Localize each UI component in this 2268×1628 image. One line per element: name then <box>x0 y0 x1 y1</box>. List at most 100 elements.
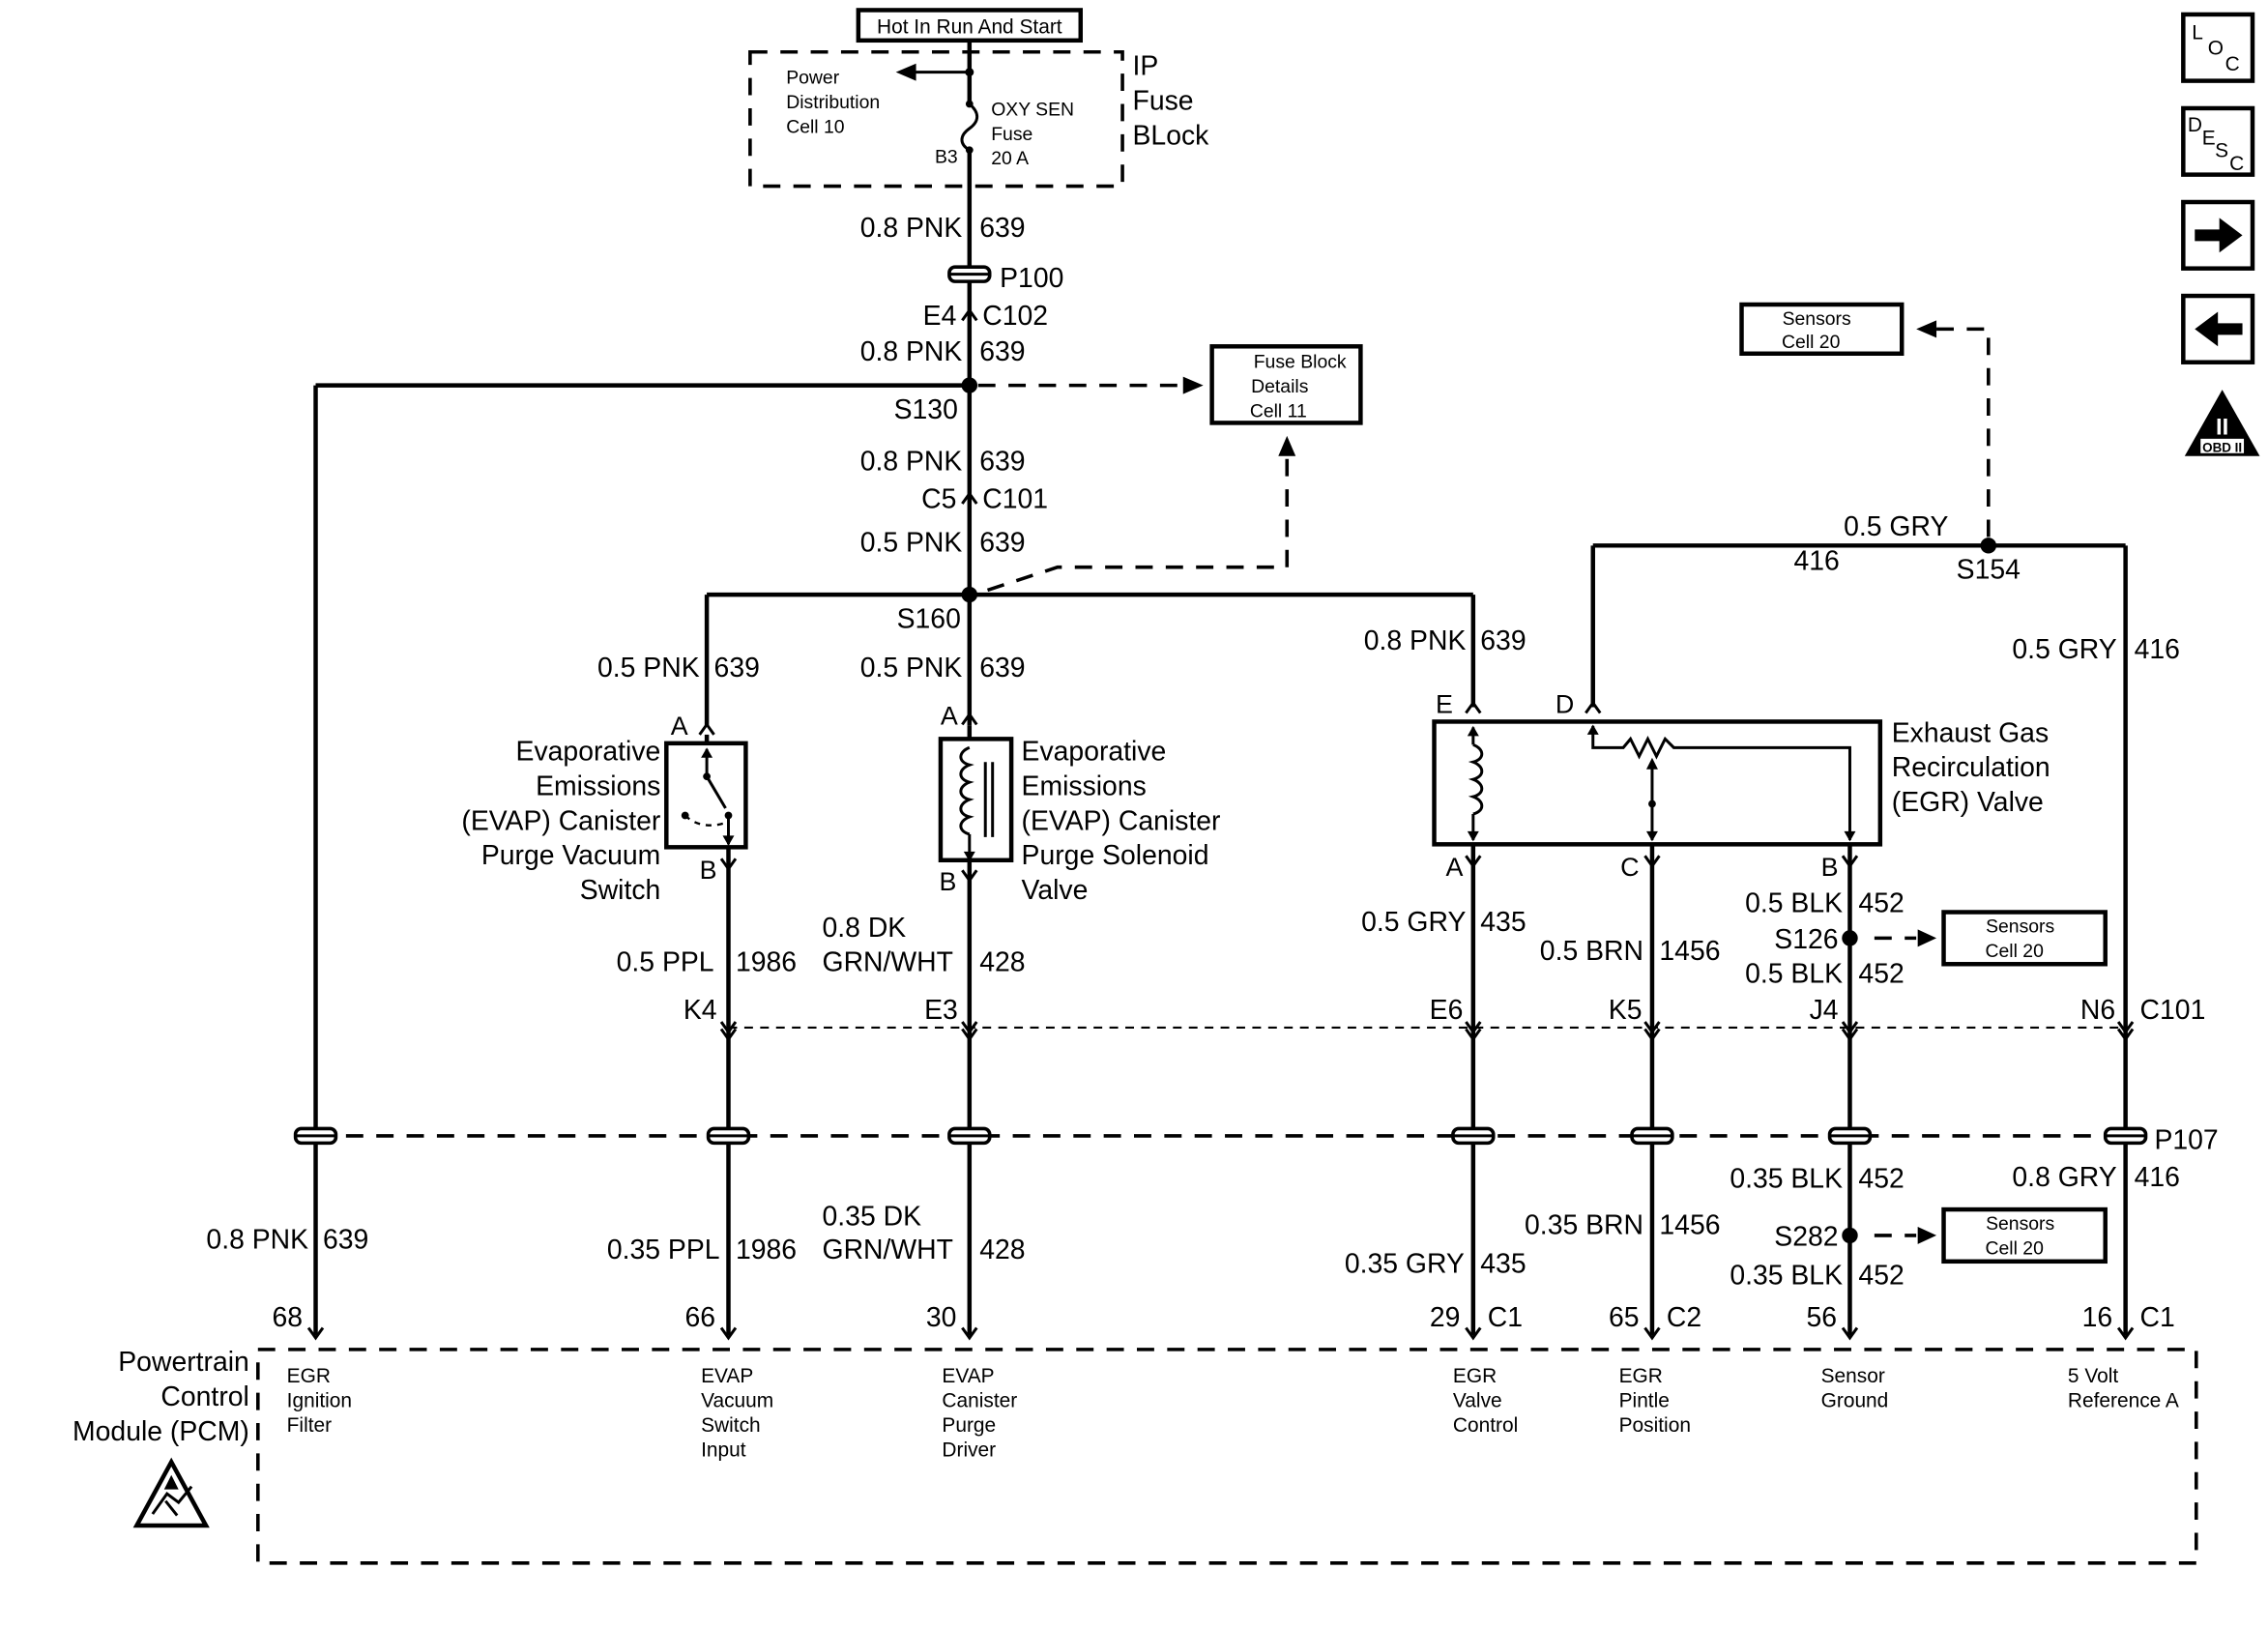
wire-size-label: 0.5 BRN <box>1540 936 1643 967</box>
s154-label: S154 <box>1957 555 2021 586</box>
c102-connector-icon <box>961 307 978 322</box>
pcm-pin-function-label: Ignition <box>287 1390 352 1412</box>
pcm-pin-function-label: Ground <box>1821 1390 1889 1412</box>
wire-size-label: GRN/WHT <box>823 1235 953 1265</box>
prev-arrow-button[interactable] <box>2181 293 2255 364</box>
wire-size-label: 0.5 BLK <box>1745 888 1843 919</box>
pcm-pin-icon <box>1841 1326 1859 1341</box>
sensors-top-ref-2: Cell 20 <box>1782 332 1841 353</box>
wire-circuit-label: 428 <box>979 1235 1025 1265</box>
pcm-pin-function-label: EVAP <box>942 1365 994 1387</box>
wire-size-label: 0.35 BLK <box>1730 1164 1843 1195</box>
evap-solenoid-pin-a: A <box>941 701 958 730</box>
wire-size-label: 0.35 DK <box>823 1201 922 1232</box>
wire-size-label: 0.8 PNK <box>860 213 963 244</box>
egr-wiper-arrow-down <box>1645 830 1658 842</box>
fuse-icon <box>960 102 979 152</box>
wire-circuit-label: 639 <box>979 336 1025 367</box>
wire-circuit-label: 416 <box>2135 634 2180 665</box>
desc-button[interactable]: D E S C <box>2181 105 2255 177</box>
evap-switch-contact-3 <box>681 811 689 820</box>
pcm-pin-function-label: Valve <box>1453 1390 1502 1412</box>
desc-letter-e: E <box>2202 127 2216 149</box>
e4-label: E4 <box>923 301 957 332</box>
power-distribution-label-2: Distribution <box>786 92 880 113</box>
pcm-pin-number: 30 <box>926 1302 957 1333</box>
wire-size-label: 0.35 BRN <box>1525 1209 1643 1240</box>
evap-solenoid-name-4: Purge Solenoid <box>1022 840 1209 871</box>
evap-switch-arrow-up <box>701 747 713 758</box>
c5-label: C5 <box>921 484 956 515</box>
pcm-pin-number: 68 <box>273 1302 304 1333</box>
wire-circuit-label: 428 <box>979 947 1025 978</box>
pcm-pin-function-label: Pintle <box>1619 1390 1670 1412</box>
pcm-pin-function-label: Reference A <box>2068 1390 2179 1412</box>
evap-solenoid-coil-icon <box>959 745 974 836</box>
sensors-mid-ref-box[interactable] <box>1941 910 2108 967</box>
oxy-sen-fuse-label-1: OXY SEN <box>991 99 1074 120</box>
fuse-details-ref-arrow-up <box>1278 435 1296 456</box>
sensors-mid-ref-1: Sensors <box>1986 916 2054 937</box>
wire-circuit-label: 1456 <box>1659 1209 1720 1240</box>
wire-size-label: 0.35 BLK <box>1730 1261 1843 1292</box>
fuse-details-ref-arrow <box>1182 376 1204 394</box>
wire-circuit-label: 452 <box>1858 959 1904 990</box>
e6-label: E6 <box>1430 995 1464 1026</box>
evap-solenoid-name-2: Emissions <box>1022 771 1147 802</box>
obd-ii-text: OBD II <box>2202 440 2242 454</box>
evap-solenoid-name-3: (EVAP) Canister <box>1022 805 1221 836</box>
wire-size-label: 0.5 PNK <box>860 527 963 558</box>
pcm-pin-function-label: Sensor <box>1821 1365 1885 1387</box>
loc-letter-l: L <box>2192 21 2203 44</box>
c101-bottom-label: C101 <box>2140 995 2206 1026</box>
next-arrow-button[interactable] <box>2181 199 2255 271</box>
sensors-low-ref-box[interactable] <box>1941 1206 2108 1265</box>
desc-letter-c: C <box>2229 153 2244 175</box>
p107-connectors <box>293 1126 2148 1146</box>
egr-pot-arrow-up <box>1586 724 1599 735</box>
egr-coil-arrow-up <box>1467 725 1479 737</box>
oxy-sen-fuse-label-2: Fuse <box>991 124 1032 145</box>
k4-label: K4 <box>683 995 717 1026</box>
pcm-pin-function-label: 5 Volt <box>2068 1365 2118 1387</box>
evap-switch-pin-a-icon <box>698 721 715 736</box>
n6-label: N6 <box>2080 995 2115 1026</box>
egr-wiper-node <box>1648 799 1656 808</box>
sensors-top-ref-arrow <box>1916 320 1937 338</box>
j4-label: J4 <box>1810 995 1839 1026</box>
egr-coil-arrow-down <box>1467 830 1479 842</box>
s130-label: S130 <box>894 394 958 425</box>
ip-fuse-block-name-2: Fuse <box>1133 85 1194 116</box>
wire-circuit-label: 1986 <box>736 947 797 978</box>
e3-label: E3 <box>924 995 958 1026</box>
egr-valve-name-3: (EGR) Valve <box>1892 787 2044 818</box>
wire-circuit-label: 452 <box>1858 1261 1904 1292</box>
ip-fuse-block-name-3: BLock <box>1133 120 1210 151</box>
wire-size-label: 0.8 PNK <box>1364 625 1467 656</box>
wire-size-label: 0.5 PNK <box>860 653 963 683</box>
s282-label: S282 <box>1774 1221 1838 1252</box>
pcm-pin-function-label: Filter <box>287 1414 332 1437</box>
wire-size-label: 0.35 PPL <box>607 1235 720 1265</box>
pcm-pin-connector: C1 <box>2140 1302 2175 1333</box>
fuse-block-details-3: Cell 11 <box>1250 400 1307 422</box>
fuse-block-details-box[interactable] <box>1209 344 1363 425</box>
obd-ii-icon: II OBD II <box>2184 390 2260 456</box>
pcm-box <box>256 1348 2198 1565</box>
sensors-top-ref-box[interactable] <box>1739 302 1905 357</box>
wire-size-label: 0.5 GRY <box>1844 511 1948 542</box>
loc-letter-o: O <box>2208 38 2224 60</box>
obd-ii-numeral: II <box>2216 414 2228 440</box>
wire-size-label: 0.5 PPL <box>617 947 714 978</box>
s154-splice <box>1980 538 1997 554</box>
s126-label: S126 <box>1774 924 1838 955</box>
oxy-sen-fuse-label-3: 20 A <box>991 148 1029 169</box>
pcm-pin-icon <box>2116 1326 2135 1341</box>
loc-button[interactable]: L O C <box>2181 12 2255 83</box>
wire-circuit-label: 452 <box>1858 1164 1904 1195</box>
pcm-pin-function-label: Switch <box>701 1414 761 1437</box>
sensors-top-ref-1: Sensors <box>1783 308 1851 330</box>
evap-switch-pin-a: A <box>671 712 688 741</box>
s160-label: S160 <box>897 603 961 634</box>
fuse-block-details-2: Details <box>1251 376 1308 397</box>
